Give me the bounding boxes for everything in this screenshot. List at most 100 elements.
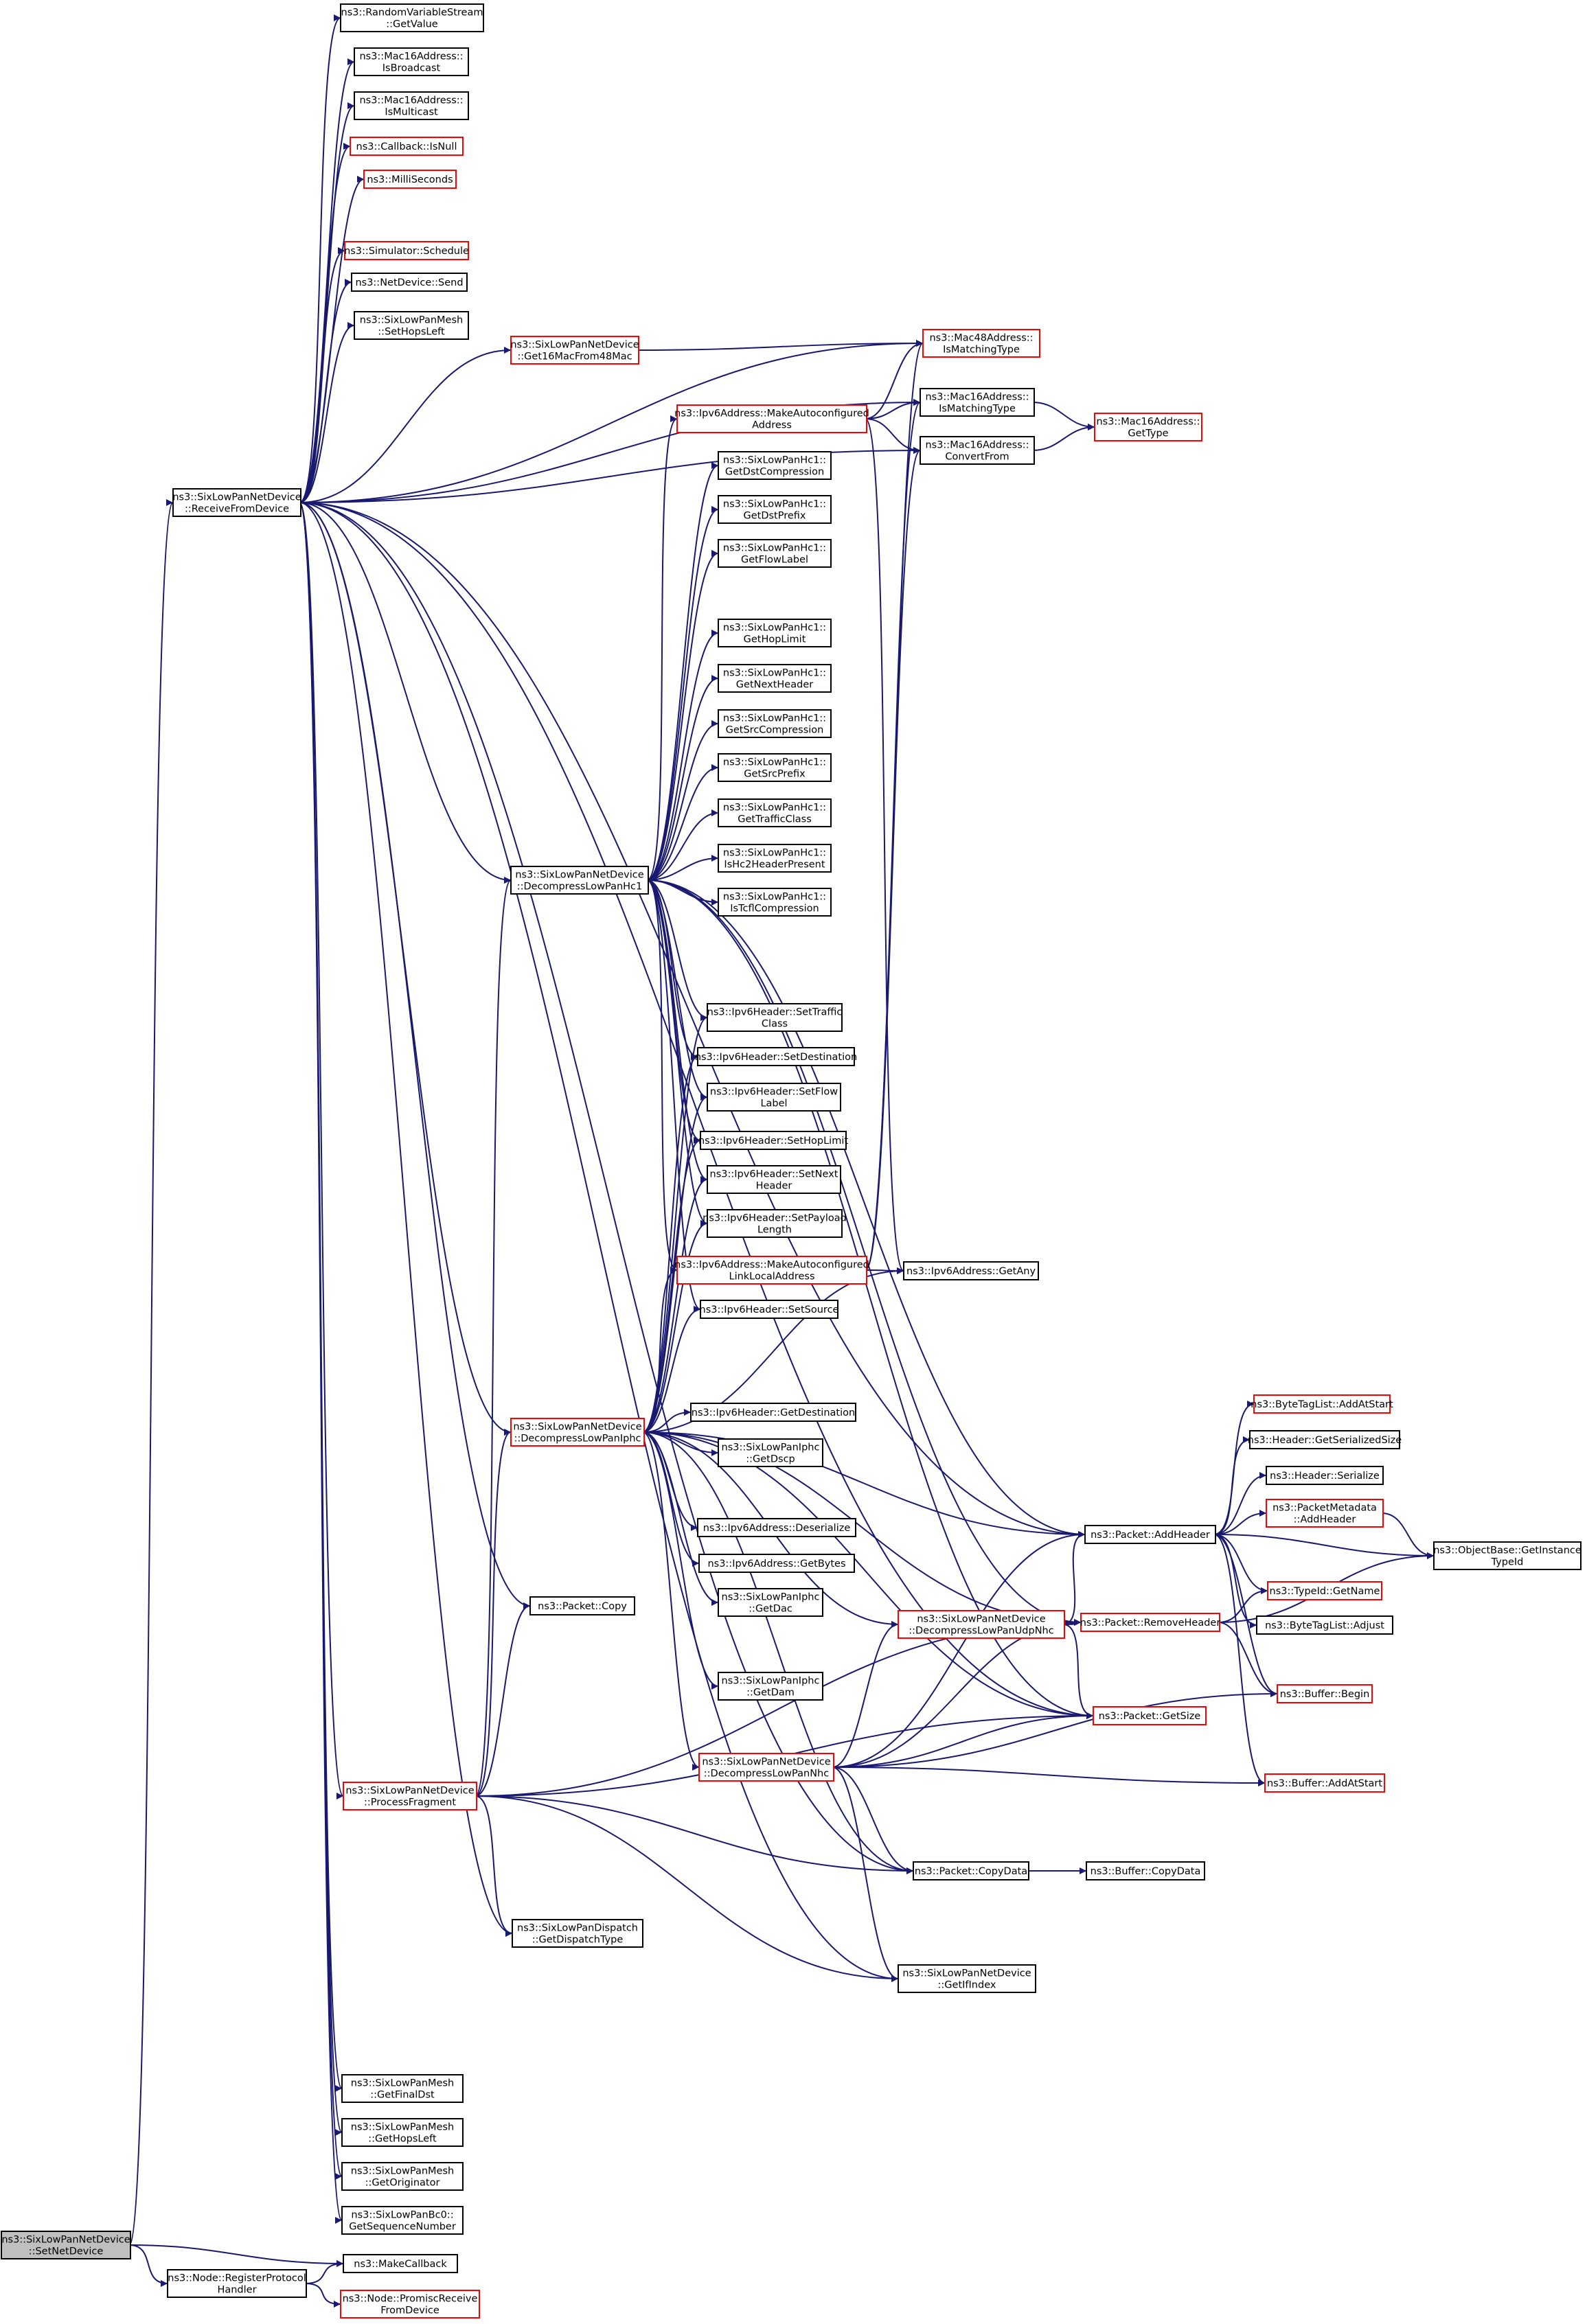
- node-decnhc[interactable]: ns3::SixLowPanNetDevice::DecompressLowPa…: [698, 1753, 834, 1782]
- edge-dechc1-to-setdst: [646, 879, 698, 1060]
- node-label: ns3::SixLowPanMesh: [351, 2122, 454, 2133]
- edge-v6mkll-to-m16conv: [865, 447, 921, 1271]
- node-hc1next[interactable]: ns3::SixLowPanHc1::GetNextHeader: [718, 664, 832, 693]
- node-label: ns3::Node::RegisterProtocol: [168, 2273, 306, 2284]
- node-label: ns3::SixLowPanMesh: [351, 2166, 454, 2177]
- node-label: TypeId: [1491, 1557, 1524, 1568]
- edge-rfd-to-procfrag: [299, 502, 344, 1799]
- node-hc1tc[interactable]: ns3::SixLowPanHc1::GetTrafficClass: [718, 798, 832, 827]
- node-label: ::DecompressLowPanHc1: [517, 882, 643, 893]
- node-m16type[interactable]: ns3::Mac16Address::GetType: [1094, 413, 1202, 441]
- node-dechc1[interactable]: ns3::SixLowPanNetDevice::DecompressLowPa…: [510, 866, 649, 895]
- node-label: ns3::Buffer::CopyData: [1091, 1866, 1201, 1877]
- node-deciphc[interactable]: ns3::SixLowPanNetDevice::DecompressLowPa…: [510, 1418, 645, 1447]
- node-m16conv[interactable]: ns3::Mac16Address::ConvertFrom: [920, 436, 1035, 465]
- node-bufcopy[interactable]: ns3::Buffer::CopyData: [1086, 1861, 1205, 1880]
- node-btladj[interactable]: ns3::ByteTagList::Adjust: [1256, 1615, 1393, 1635]
- node-label: ::GetIfIndex: [938, 1980, 996, 1991]
- node-m48match[interactable]: ns3::Mac48Address::IsMatchingType: [922, 329, 1040, 358]
- node-label: ns3::Packet::CopyData: [915, 1866, 1027, 1877]
- node-copydata[interactable]: ns3::Packet::CopyData: [913, 1861, 1029, 1880]
- node-label: ns3::Mac16Address::: [925, 392, 1029, 403]
- node-iphcdscp[interactable]: ns3::SixLowPanIphc::GetDscp: [718, 1438, 823, 1467]
- node-tidname[interactable]: ns3::TypeId::GetName: [1267, 1581, 1382, 1600]
- node-v6bytes[interactable]: ns3::Ipv6Address::GetBytes: [698, 1554, 855, 1573]
- node-pmaddhdr[interactable]: ns3::PacketMetadata::AddHeader: [1266, 1499, 1384, 1528]
- node-getifindex[interactable]: ns3::SixLowPanNetDevice::GetIfIndex: [898, 1964, 1036, 1993]
- edge-rfd-to-rvs: [299, 14, 341, 503]
- node-hc1srcpre[interactable]: ns3::SixLowPanHc1::GetSrcPrefix: [718, 753, 832, 782]
- node-meshfinal[interactable]: ns3::SixLowPanMesh::GetFinalDst: [341, 2074, 464, 2103]
- edge-deciphc-to-setdst: [642, 1053, 698, 1433]
- node-label: ::GetHopsLeft: [368, 2134, 437, 2145]
- edge-rfd-to-m48match: [299, 340, 924, 503]
- edge-decnhc-to-getsize: [832, 1712, 1094, 1768]
- node-makecallback[interactable]: ns3::MakeCallback: [343, 2254, 458, 2273]
- node-addheader[interactable]: ns3::Packet::AddHeader: [1084, 1525, 1216, 1544]
- node-bc0seq[interactable]: ns3::SixLowPanBc0::GetSequenceNumber: [341, 2206, 464, 2235]
- edge-rfd-to-m16mcast: [299, 102, 355, 503]
- node-v6deser[interactable]: ns3::Ipv6Address::Deserialize: [697, 1518, 856, 1537]
- edge-dechc1-to-hc1hc2: [646, 855, 719, 881]
- node-rvs[interactable]: ns3::RandomVariableStream::GetValue: [340, 3, 484, 32]
- node-millis[interactable]: ns3::MilliSeconds: [363, 170, 457, 189]
- node-label: ::Get16MacFrom48Mac: [517, 352, 632, 363]
- node-m16match[interactable]: ns3::Mac16Address::IsMatchingType: [920, 388, 1035, 417]
- edge-rfd-to-getsize: [299, 502, 1094, 1719]
- node-v6mkll[interactable]: ns3::Ipv6Address::MakeAutoconfiguredLink…: [674, 1256, 869, 1285]
- node-label: ns3::SixLowPanHc1::: [723, 668, 826, 679]
- node-meshhops[interactable]: ns3::SixLowPanMesh::GetHopsLeft: [341, 2118, 464, 2147]
- node-iphcdam[interactable]: ns3::SixLowPanIphc::GetDam: [718, 1672, 823, 1701]
- node-m16mcast[interactable]: ns3::Mac16Address::IsMulticast: [354, 91, 469, 120]
- edge-deciphc-to-iphcdac: [642, 1431, 719, 1606]
- node-bufaddstart[interactable]: ns3::Buffer::AddAtStart: [1264, 1773, 1385, 1793]
- node-label: ns3::Ipv6Address::GetAny: [906, 1266, 1036, 1277]
- edge-decnhc-to-decudp: [832, 1621, 899, 1768]
- edge-rfd-to-m16bcast: [299, 58, 355, 503]
- node-hc1flow[interactable]: ns3::SixLowPanHc1::GetFlowLabel: [718, 539, 832, 568]
- node-getsize[interactable]: ns3::Packet::GetSize: [1093, 1706, 1207, 1725]
- node-hc1srccomp[interactable]: ns3::SixLowPanHc1::GetSrcCompression: [718, 709, 832, 738]
- node-label: ns3::Callback::IsNull: [356, 141, 457, 152]
- node-pktcopy[interactable]: ns3::Packet::Copy: [529, 1596, 635, 1615]
- node-hc1hc2[interactable]: ns3::SixLowPanHc1::IsHc2HeaderPresent: [718, 844, 832, 873]
- node-label: ns3::SixLowPanIphc: [722, 1676, 820, 1687]
- node-m16bcast[interactable]: ns3::Mac16Address::IsBroadcast: [354, 47, 469, 76]
- node-sethop[interactable]: ns3::Ipv6Header::SetHopLimit: [698, 1131, 848, 1150]
- node-setsrc[interactable]: ns3::Ipv6Header::SetSource: [700, 1300, 839, 1319]
- node-meshsethops[interactable]: ns3::SixLowPanMesh::SetHopsLeft: [354, 311, 469, 340]
- node-get16mac[interactable]: ns3::SixLowPanNetDevice::Get16MacFrom48M…: [510, 336, 639, 365]
- node-getdest[interactable]: ns3::Ipv6Header::GetDestination: [690, 1403, 856, 1422]
- edge-dechc1-to-hc1next: [646, 675, 719, 881]
- node-label: ::DecompressLowPanUdpNhc: [909, 1626, 1053, 1637]
- node-setdst[interactable]: ns3::Ipv6Header::SetDestination: [695, 1047, 857, 1066]
- node-v6mkauto[interactable]: ns3::Ipv6Address::MakeAutoconfiguredAddr…: [674, 404, 869, 433]
- node-rfd[interactable]: ns3::SixLowPanNetDevice::ReceiveFromDevi…: [172, 488, 301, 517]
- node-ndsend[interactable]: ns3::NetDevice::Send: [351, 273, 468, 292]
- node-hc1dstcomp[interactable]: ns3::SixLowPanHc1::GetDstCompression: [718, 451, 832, 480]
- node-simsched[interactable]: ns3::Simulator::Schedule: [344, 241, 469, 260]
- node-cbnull[interactable]: ns3::Callback::IsNull: [350, 137, 464, 156]
- node-iphcdac[interactable]: ns3::SixLowPanIphc::GetDac: [718, 1588, 823, 1617]
- node-hc1tcfl[interactable]: ns3::SixLowPanHc1::IsTcflCompression: [718, 888, 832, 917]
- node-setnetdevice[interactable]: ns3::SixLowPanNetDevice::SetNetDevice: [1, 2231, 131, 2259]
- node-meshorig[interactable]: ns3::SixLowPanMesh::GetOriginator: [341, 2162, 464, 2191]
- node-decudp[interactable]: ns3::SixLowPanNetDevice::DecompressLowPa…: [898, 1610, 1065, 1639]
- node-hc1hop[interactable]: ns3::SixLowPanHc1::GetHopLimit: [718, 619, 832, 647]
- node-procfrag[interactable]: ns3::SixLowPanNetDevice::ProcessFragment: [343, 1782, 477, 1810]
- node-bufbegin[interactable]: ns3::Buffer::Begin: [1277, 1684, 1373, 1703]
- node-hdrser[interactable]: ns3::Header::Serialize: [1266, 1466, 1384, 1485]
- node-hc1dstpre[interactable]: ns3::SixLowPanHc1::GetDstPrefix: [718, 495, 832, 524]
- node-btladd[interactable]: ns3::ByteTagList::AddAtStart: [1251, 1394, 1393, 1414]
- node-hdrsize[interactable]: ns3::Header::GetSerializedSize: [1248, 1430, 1402, 1449]
- node-v6any[interactable]: ns3::Ipv6Address::GetAny: [903, 1261, 1039, 1280]
- node-remheader[interactable]: ns3::Packet::RemoveHeader: [1080, 1613, 1221, 1632]
- node-disptype[interactable]: ns3::SixLowPanDispatch::GetDispatchType: [512, 1919, 643, 1948]
